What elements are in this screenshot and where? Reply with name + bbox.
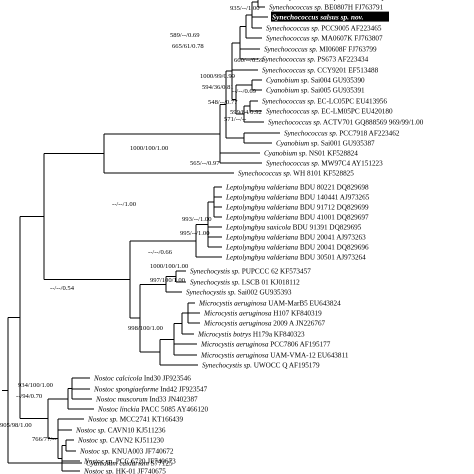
taxon-label: Nostoc calcicola Ind30 JF923546 bbox=[93, 375, 191, 383]
support-values: 935/--/1.00 589/--/0.69 665/61/0.78 660/--/… bbox=[0, 5, 264, 443]
taxon-label: Microcystis aeruginosa UAM-VMA-12 EU6438… bbox=[200, 352, 349, 360]
taxon-label: Nostoc sp. KNUA003 JF740672 bbox=[79, 448, 174, 456]
taxon-label: Nostoc sp. HK-01 JF740675 bbox=[83, 468, 166, 474]
support-value: 934/100/1.00 bbox=[18, 382, 54, 389]
taxon-label: Synechocystis sp. UWOCC Q AF195179 bbox=[202, 362, 320, 370]
taxon-label: Nostoc linckia PACC 5085 AY466120 bbox=[97, 406, 209, 414]
taxon-label: Leptolyngbya valderiana BDU 41001 DQ8296… bbox=[225, 214, 369, 222]
taxon-label: Synechococcus sp. BE0807H FJ763791 bbox=[269, 4, 384, 12]
taxon-labels: Synechococcus sp. ACT 6013 HQ013447Synec… bbox=[75, 0, 424, 474]
support-value: 995/--/1.00 bbox=[180, 230, 210, 237]
support-value: 599/84/0.92 bbox=[230, 109, 262, 116]
taxon-label: Nostoc muscorum Ind33 JN402387 bbox=[95, 396, 198, 404]
tree-branches bbox=[2, 0, 280, 472]
taxon-label: Microcystis aeruginosa UAM-MarB5 EU64382… bbox=[198, 300, 341, 308]
taxon-label: Synechococcus sp. EC-LC05PC EU413956 bbox=[262, 98, 387, 106]
support-value: 1000/100/1.00 bbox=[150, 263, 189, 270]
taxon-label: Microcystis botrys H179a KF840323 bbox=[197, 331, 305, 339]
support-value: 998/100/1.00 bbox=[128, 325, 164, 332]
taxon-label: Leptolyngbya valderiana BDU 20041 AJ9732… bbox=[225, 234, 366, 242]
taxon-label: Synechocystis sp. LSCB 01 KJ018112 bbox=[190, 279, 300, 287]
support-value: 571/--/-- bbox=[224, 116, 246, 123]
support-value: 660/--/0.59 bbox=[234, 57, 264, 64]
taxon-label: Cyanobium sp. Sai005 GU935391 bbox=[266, 87, 365, 95]
support-value: 565/--/0.97 bbox=[190, 160, 220, 167]
taxon-label: Synechococcus sp. ACTV701 GQ888569 969/9… bbox=[268, 119, 424, 127]
support-value: 935/--/1.00 bbox=[230, 5, 260, 12]
support-value: 1000/100/1.00 bbox=[130, 145, 169, 152]
support-value: 665/61/0.78 bbox=[172, 43, 204, 50]
support-value: --/94/0.70 bbox=[16, 393, 43, 400]
taxon-label: Synechococcus sp. MI0608F FJ763799 bbox=[264, 46, 377, 54]
taxon-label: Cyanobium sp. Sai001 GU935387 bbox=[276, 140, 375, 148]
taxon-label: Leptolyngbya valderiana BDU 80221 DQ8296… bbox=[225, 184, 369, 192]
taxon-label: Synechococcus sp. CCY9201 EF513488 bbox=[262, 67, 379, 75]
support-value: --/--/1.00 bbox=[112, 201, 137, 208]
taxon-label: Microcystis aeruginosa 2009 A JN226767 bbox=[203, 320, 326, 328]
taxon-label: Leptolyngbya valderiana BDU 140441 AJ973… bbox=[225, 194, 370, 202]
taxon-label: Synechocystis sp. PUPCCC 62 KF573457 bbox=[190, 268, 311, 276]
support-value: 1000/99/0.99 bbox=[200, 73, 236, 80]
support-value: 905/98/1.00 bbox=[0, 422, 32, 429]
taxon-label: Nostoc sp. PCC 6720 JF740673 bbox=[83, 458, 176, 466]
taxon-label: Synechococcus sp. PCC9005 AF223465 bbox=[266, 25, 382, 33]
support-value: 766/77/-- bbox=[32, 436, 57, 443]
taxon-label: Cyanobium sp. Sai004 GU935390 bbox=[266, 77, 365, 85]
taxon-label: Synechococcus sp. EC-LM05PC EU420180 bbox=[266, 108, 393, 116]
taxon-label: Leptolyngbya saxicola BDU 91391 DQ829695 bbox=[225, 224, 362, 232]
support-value: 589/--/0.69 bbox=[170, 32, 200, 39]
taxon-label: Synechococcus sp. PCC7918 AF223462 bbox=[284, 130, 400, 138]
taxon-label: Cyanobium sp. NS01 KF528824 bbox=[264, 150, 358, 158]
taxon-label: Synechococcus sp. PS673 AF223434 bbox=[262, 56, 369, 64]
taxon-label: Leptolyngbya valderiana BDU 30501 AJ9732… bbox=[225, 254, 366, 262]
support-value: 548/--/0.77 bbox=[208, 99, 238, 106]
support-value: 997/100/1.00 bbox=[150, 277, 186, 284]
taxon-label: Cyanidium caldarium S77125 bbox=[86, 460, 173, 468]
taxon-label: Microcystis aeruginosa PCC7806 AF195177 bbox=[200, 341, 331, 349]
taxon-label: Synechococcus sp. ACT 6013 HQ013447 bbox=[286, 0, 405, 2]
support-value: --/--/0.66 bbox=[148, 249, 173, 256]
taxon-label: Synechocystis sp. Sai002 GU935393 bbox=[186, 289, 292, 297]
taxon-label: Synechococcus sp. WH 8101 KF528825 bbox=[238, 170, 354, 178]
taxon-label: Nostoc spongiaeforme Ind42 JF923547 bbox=[93, 386, 208, 394]
taxon-label: Microcystis aeruginosa H107 KF840319 bbox=[203, 310, 322, 318]
support-value: 594/36/0.81 bbox=[202, 84, 234, 91]
support-value: --/--/0.69 bbox=[232, 88, 257, 95]
taxon-label: Nostoc sp. CAVN2 KJ511230 bbox=[77, 437, 164, 445]
taxon-label: Synechococcus sp. MW97C4 AY151223 bbox=[266, 160, 383, 168]
taxon-label-highlight: Synechococcus salsus sp. nov. bbox=[272, 13, 364, 22]
taxon-label: Synechococcus sp. MA0607K FJ763807 bbox=[266, 35, 383, 43]
taxon-label: Nostoc sp. CAVN10 KJ511236 bbox=[75, 427, 166, 435]
taxon-label: Nostoc sp. MCC2741 KT166439 bbox=[87, 416, 183, 424]
highlight-box bbox=[271, 11, 389, 22]
support-value: --/--/0.54 bbox=[50, 285, 75, 292]
taxon-label: Leptolyngbya valderiana BDU 91712 DQ8296… bbox=[225, 204, 369, 212]
taxon-label: Leptolyngbya valderiana BDU 20041 DQ8296… bbox=[225, 244, 369, 252]
support-value: 993/--/1.00 bbox=[182, 216, 212, 223]
